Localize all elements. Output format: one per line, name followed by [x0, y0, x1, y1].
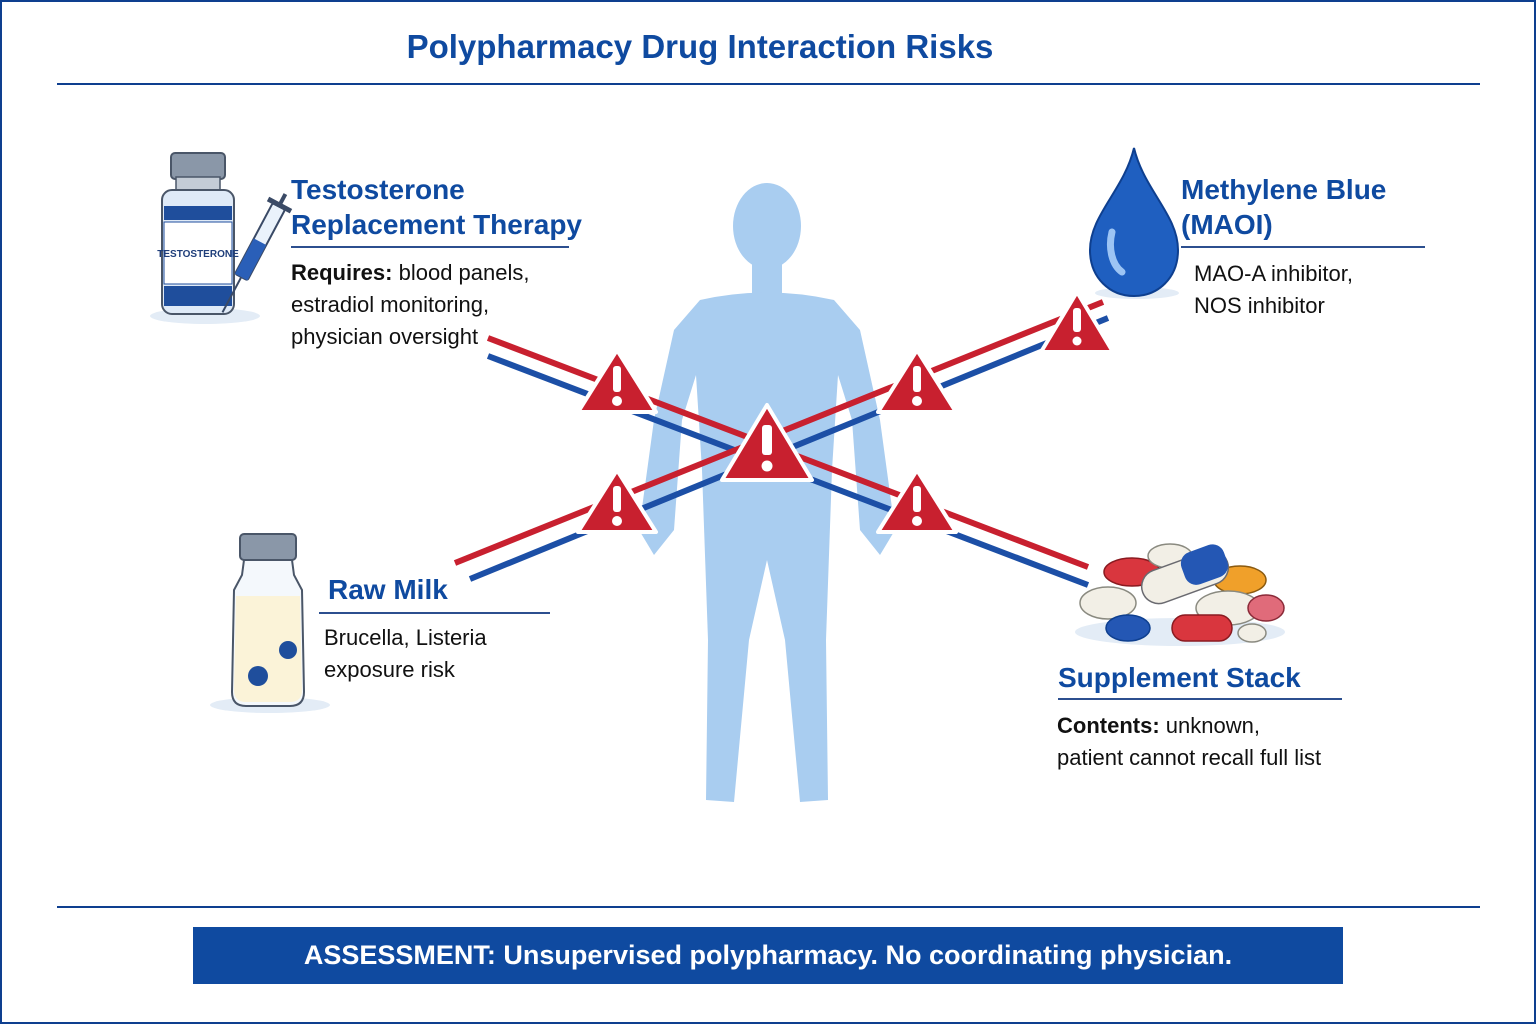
trt-desc-line2: estradiol monitoring, [291, 292, 490, 317]
raw-milk-description: Brucella, Listeria exposure risk [324, 622, 487, 686]
supplement-desc-line1: unknown, [1159, 713, 1260, 738]
warning-triangle-icon [876, 468, 958, 534]
supplement-heading: Supplement Stack [1058, 662, 1301, 693]
bottom-divider [57, 906, 1480, 908]
methylene-heading: Methylene Blue (MAOI) [1181, 172, 1386, 242]
warning-triangle-icon [876, 348, 958, 414]
raw-milk-desc-line2: exposure risk [324, 657, 455, 682]
trt-heading: Testosterone Replacement Therapy [291, 172, 582, 242]
trt-heading-line2: Replacement Therapy [291, 209, 582, 240]
trt-description: Requires: blood panels, estradiol monito… [291, 257, 529, 353]
vial-label: TESTOSTERONE [157, 249, 239, 260]
supplement-contents-label: Contents: [1057, 713, 1160, 738]
warning-triangle-icon [576, 468, 658, 534]
assessment-banner: ASSESSMENT: Unsupervised polypharmacy. N… [193, 927, 1343, 984]
trt-heading-line1: Testosterone [291, 174, 465, 205]
trt-desc-line3: physician oversight [291, 324, 479, 349]
methylene-underline [1181, 246, 1425, 248]
supplement-underline [1058, 698, 1342, 700]
top-divider [57, 83, 1480, 85]
warning-triangle-icon [576, 348, 658, 414]
raw-milk-underline [319, 612, 550, 614]
warning-triangle-icon [1039, 290, 1115, 354]
raw-milk-desc-line1: Brucella, Listeria [324, 625, 487, 650]
pills-pile-icon [1075, 543, 1285, 646]
warning-triangle-icon [720, 403, 814, 482]
testosterone-vial-icon: TESTOSTERONE [150, 152, 293, 324]
methylene-desc-line1: MAO-A inhibitor, [1194, 261, 1353, 286]
methylene-heading-line1: Methylene Blue [1181, 174, 1387, 205]
trt-desc-line1: blood panels, [392, 260, 530, 285]
milk-bottle-icon [210, 533, 330, 713]
trt-requires-label: Requires: [291, 260, 393, 285]
trt-underline [291, 246, 569, 248]
methylene-heading-line2: (MAOI) [1181, 209, 1273, 240]
methylene-description: MAO-A inhibitor, NOS inhibitor [1194, 258, 1353, 322]
blue-droplet-icon [1088, 147, 1180, 299]
supplement-desc-line2: patient cannot recall full list [1057, 745, 1322, 770]
supplement-description: Contents: unknown, patient cannot recall… [1057, 710, 1321, 774]
methylene-desc-line2: NOS inhibitor [1194, 293, 1325, 318]
page-title: Polypharmacy Drug Interaction Risks [406, 28, 994, 65]
raw-milk-heading: Raw Milk [328, 574, 448, 605]
